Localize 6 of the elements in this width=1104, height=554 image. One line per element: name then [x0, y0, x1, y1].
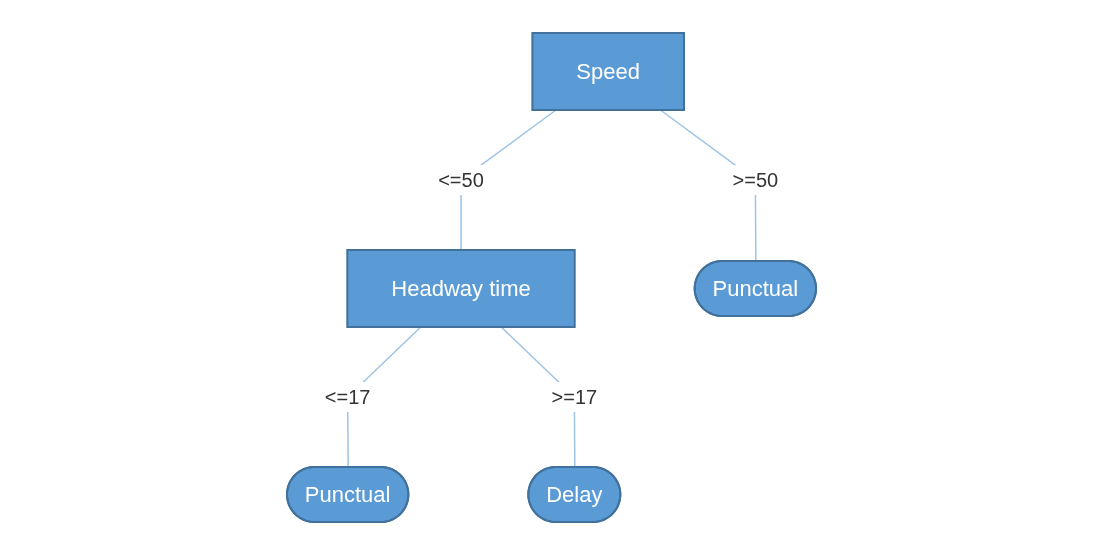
edge-label: <=17: [325, 385, 371, 408]
edge-label: <=50: [438, 168, 485, 191]
node-box: Headway time: [346, 248, 577, 328]
edge-label: >=50: [733, 168, 779, 191]
edge-label: >=17: [552, 385, 598, 408]
node-box: Speed: [531, 31, 686, 111]
